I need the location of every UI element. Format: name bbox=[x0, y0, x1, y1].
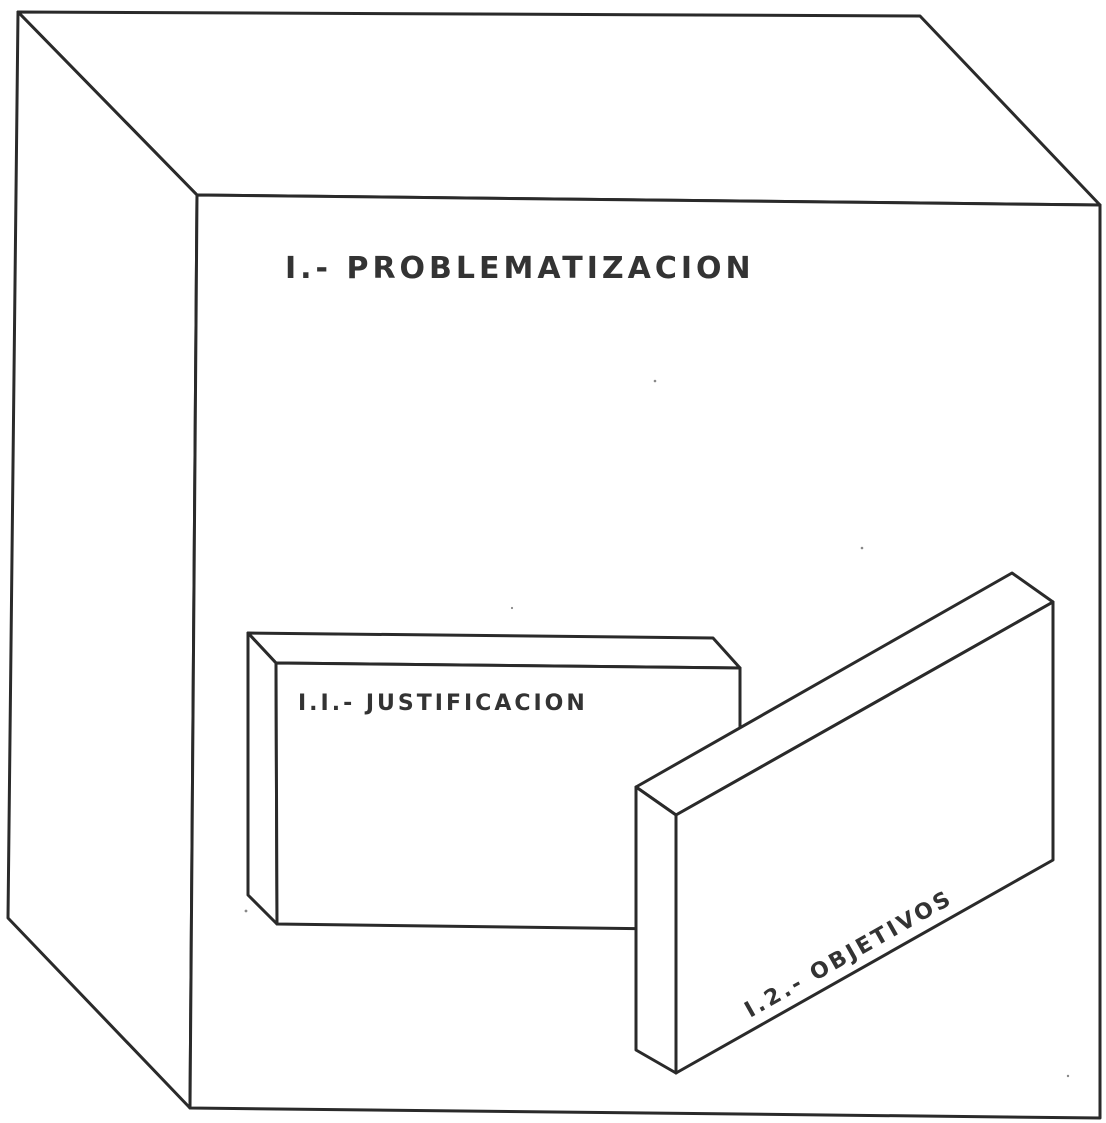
speck bbox=[510, 606, 514, 610]
speck bbox=[860, 546, 864, 550]
scan-specks bbox=[244, 379, 1070, 1078]
objetivos-box-left-face bbox=[634, 785, 678, 1075]
main-box-left-face bbox=[6, 10, 199, 1110]
objetivos-box: I.2.- OBJETIVOS bbox=[634, 571, 1055, 1075]
justificacion-box-label: I.I.- JUSTIFICACION bbox=[298, 691, 588, 716]
main-box: I.- PROBLEMATIZACION bbox=[6, 10, 1102, 1120]
justificacion-box-left-face bbox=[246, 631, 279, 926]
speck bbox=[244, 909, 248, 913]
speck bbox=[1066, 1074, 1070, 1078]
justificacion-box: I.I.- JUSTIFICACION bbox=[246, 631, 742, 932]
main-box-label: I.- PROBLEMATIZACION bbox=[285, 251, 755, 286]
objetivos-box-front-face bbox=[674, 600, 1055, 1075]
speck bbox=[653, 379, 657, 383]
